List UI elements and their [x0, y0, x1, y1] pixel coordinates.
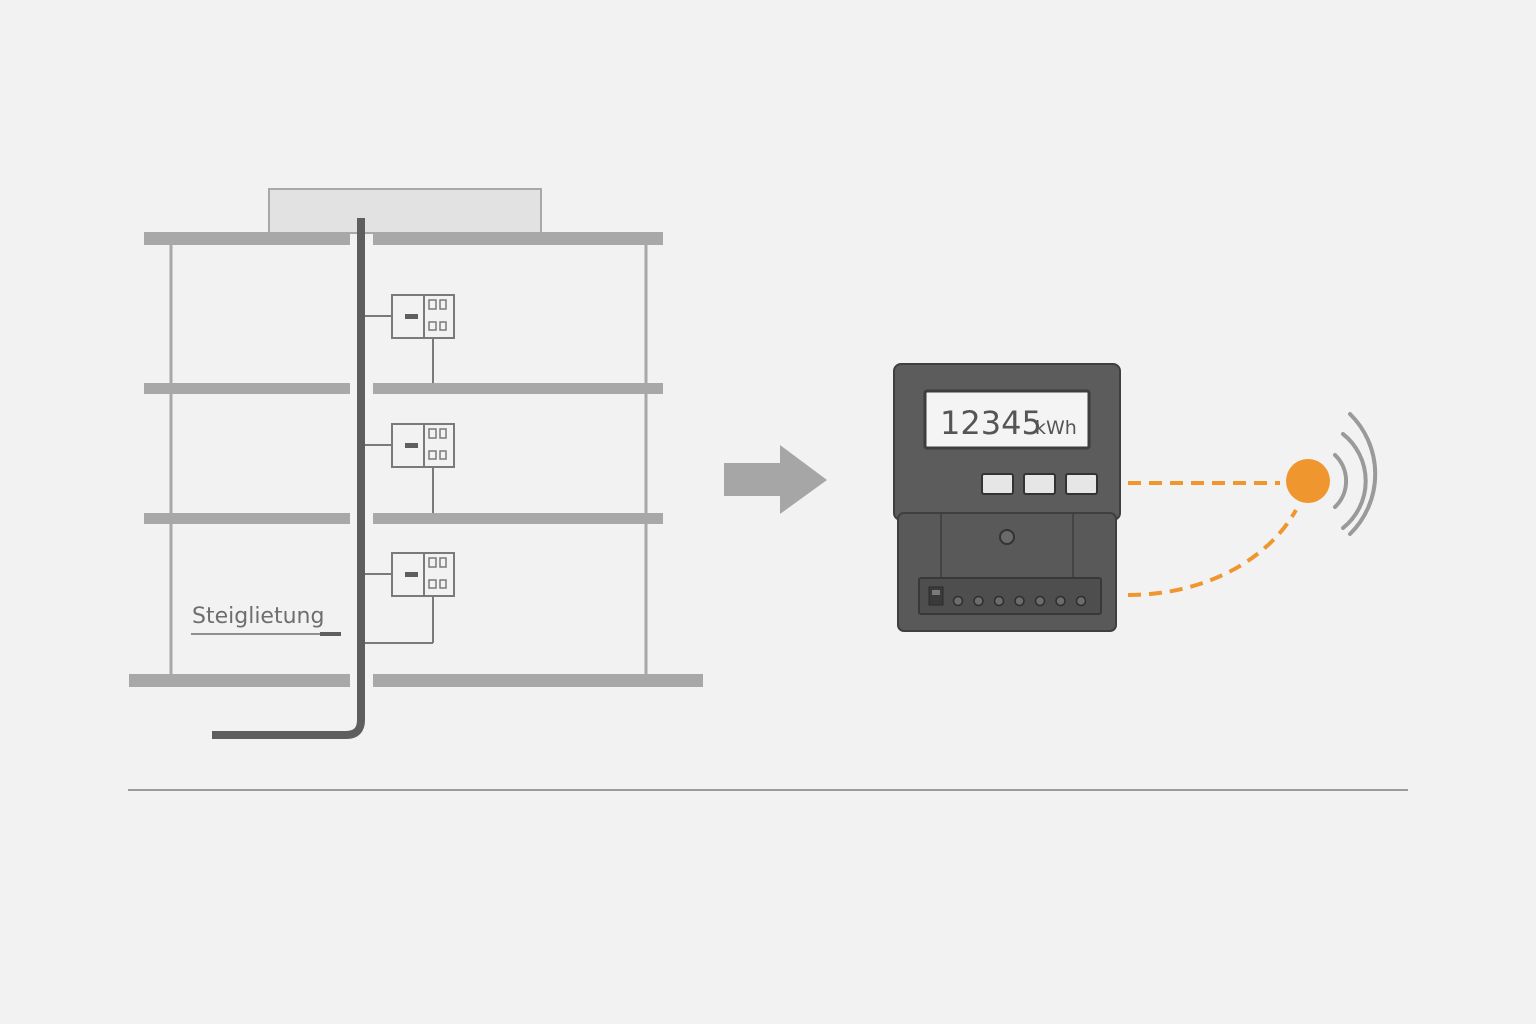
floor-meter-switch [439, 450, 447, 460]
floor-meters [365, 294, 455, 644]
meter-terminals [952, 595, 1087, 607]
floor-meter-icon [365, 552, 455, 643]
meter-buttons [981, 473, 1098, 495]
building-diagram: Steiglietung [129, 188, 703, 739]
meter-terminal-block-pin [932, 590, 940, 595]
wireless-connection [1127, 412, 1378, 597]
floor-meter-switch [428, 450, 437, 460]
meter-button [981, 473, 1014, 495]
riser-label: Steiglietung [192, 604, 324, 629]
floor-slab-3 [144, 383, 663, 394]
transmitter-dot-icon [1286, 459, 1330, 503]
meter-terminal-strip [918, 577, 1102, 615]
floor-meter-switch [428, 579, 437, 589]
floor-meter-switch [439, 321, 447, 331]
floor-meter-switch [439, 299, 447, 310]
meter-terminal-screw-icon [1034, 595, 1046, 607]
dashed-link-bottom [1127, 509, 1298, 597]
floor-meter-display [405, 443, 418, 448]
electricity-meter: 12345 kWh [893, 363, 1121, 632]
floor-meter-switch [428, 299, 437, 310]
floor-slab-ground [129, 674, 703, 687]
meter-terminal-screw-icon [1075, 595, 1087, 607]
meter-reading-value: 12345 [940, 404, 1042, 442]
roof-structure [268, 188, 542, 234]
meter-terminal-screw-icon [952, 595, 964, 607]
meter-terminal-screw-icon [993, 595, 1005, 607]
arrow-right-icon [724, 445, 827, 514]
meter-terminal-block-icon [928, 586, 944, 606]
meter-seal-screw-icon [999, 529, 1015, 545]
meter-reading-unit: kWh [1035, 417, 1077, 439]
floor-meter-display [405, 572, 418, 577]
floor-meter-switch [439, 579, 447, 589]
meter-terminal-screw-icon [1014, 595, 1025, 607]
wireless-signal-icon [1333, 412, 1378, 536]
floor-meter-switch [439, 428, 447, 439]
meter-button [1023, 473, 1056, 495]
floor-meter-display [405, 314, 418, 319]
meter-terminal-screw-icon [1055, 595, 1066, 607]
floor-meter-switch [428, 557, 437, 568]
floor-slab-roof [144, 232, 663, 245]
floor-meter-switch [428, 428, 437, 439]
floor-meter-icon [365, 294, 455, 383]
meter-terminal-screw-icon [973, 595, 984, 607]
floor-meter-switch [428, 321, 437, 331]
meter-button [1065, 473, 1098, 495]
floor-meter-switch [439, 557, 447, 568]
meter-display [923, 389, 1091, 450]
floor-meter-icon [365, 423, 455, 513]
riser-line [212, 218, 365, 739]
floor-slab-2 [144, 513, 663, 524]
